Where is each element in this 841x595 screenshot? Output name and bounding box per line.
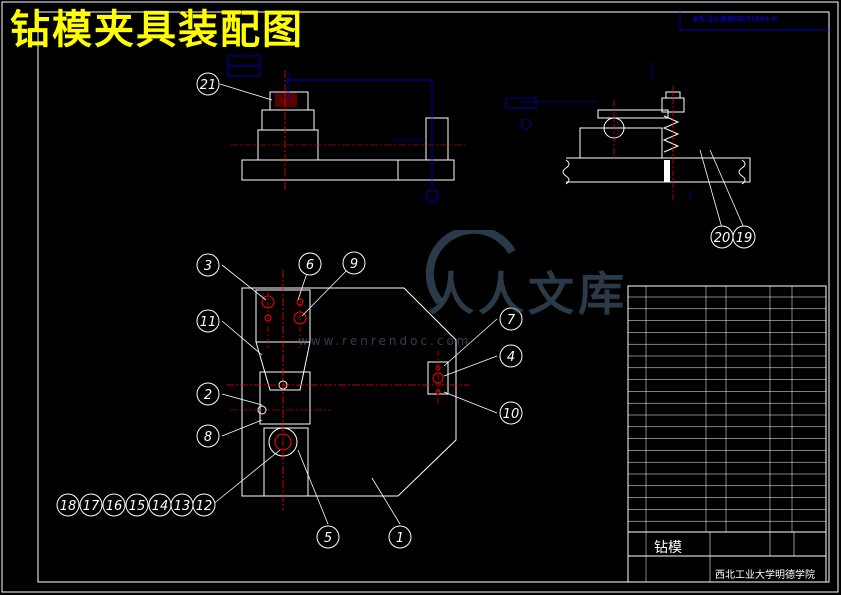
balloon-label: 8 xyxy=(204,430,212,445)
parts-list-table xyxy=(627,285,827,583)
side-section-view xyxy=(505,62,751,229)
balloon-10: 10 xyxy=(499,401,523,425)
balloon-label: 17 xyxy=(83,499,100,514)
balloon-14: 14 xyxy=(148,493,172,517)
balloon-label: 16 xyxy=(106,499,123,514)
balloon-label: 19 xyxy=(736,231,753,246)
balloon-17: 17 xyxy=(79,493,103,517)
balloon-4: 4 xyxy=(499,344,523,368)
balloon-label: 20 xyxy=(714,231,731,246)
balloon-label: 9 xyxy=(350,257,358,272)
tolerance-note: 未标注公差按GB/T1804-m xyxy=(692,15,779,23)
balloon-label: 3 xyxy=(204,259,212,274)
balloon-label: 15 xyxy=(129,499,146,514)
top-view xyxy=(60,262,498,525)
title-block-part-name: 钻模 xyxy=(654,540,682,556)
balloon-label: 4 xyxy=(507,350,515,365)
balloon-label: 21 xyxy=(200,78,217,93)
balloon-19: 19 xyxy=(732,225,756,249)
balloon-3: 3 xyxy=(196,253,220,277)
balloon-label: 10 xyxy=(503,407,520,422)
balloon-label: 6 xyxy=(306,258,314,273)
balloon-label: 12 xyxy=(196,499,213,514)
balloon-1: 1 xyxy=(388,525,412,549)
balloon-9: 9 xyxy=(342,251,366,275)
watermark-url: www.renrendoc.com xyxy=(298,334,472,348)
watermark-brand: 人人文库 xyxy=(428,267,628,321)
balloon-label: 18 xyxy=(60,499,77,514)
front-view xyxy=(219,55,465,203)
balloon-label: 11 xyxy=(200,315,217,330)
balloon-5: 5 xyxy=(316,525,340,549)
balloon-11: 11 xyxy=(196,309,220,333)
inner-border xyxy=(37,11,830,583)
balloon-label: 1 xyxy=(396,531,404,546)
balloon-20: 20 xyxy=(710,225,734,249)
balloon-label: 2 xyxy=(204,388,212,403)
balloon-2: 2 xyxy=(196,382,220,406)
balloon-18: 18 xyxy=(56,493,80,517)
balloon-label: 5 xyxy=(324,531,332,546)
balloon-label: 13 xyxy=(174,499,191,514)
balloon-21: 21 xyxy=(196,72,220,96)
drawing-title: 钻模夹具装配图 xyxy=(10,7,304,53)
balloon-13: 13 xyxy=(170,493,194,517)
balloon-label: 7 xyxy=(507,313,516,328)
balloon-7: 7 xyxy=(499,307,523,331)
balloon-12: 12 xyxy=(192,493,216,517)
balloon-16: 16 xyxy=(102,493,126,517)
balloon-8: 8 xyxy=(196,424,220,448)
title-block-school: 西北工业大学明德学院 xyxy=(715,570,815,581)
balloon-15: 15 xyxy=(125,493,149,517)
balloon-label: 14 xyxy=(152,499,169,514)
balloon-6: 6 xyxy=(298,252,322,276)
